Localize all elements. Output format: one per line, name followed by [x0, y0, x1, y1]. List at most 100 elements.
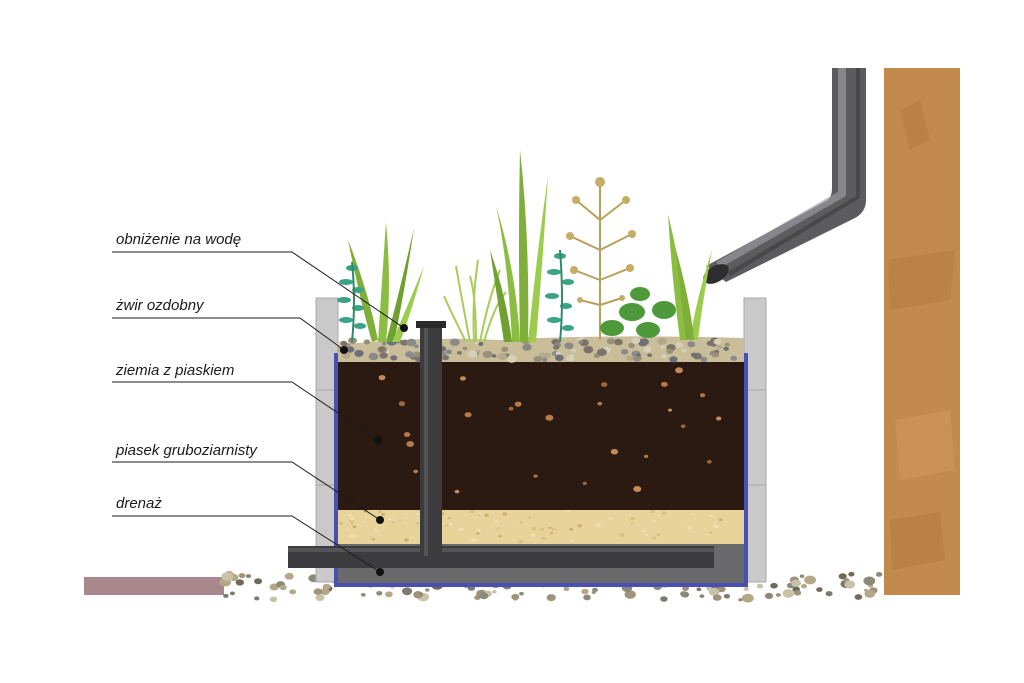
- texture-stone: [458, 527, 464, 531]
- texture-stone: [875, 572, 883, 577]
- texture-stone: [376, 591, 383, 596]
- texture-stone: [782, 589, 795, 598]
- texture-stone: [514, 401, 522, 407]
- texture-stone: [442, 354, 450, 361]
- texture-stone: [631, 337, 641, 345]
- texture-stone: [511, 593, 520, 600]
- texture-stone: [716, 416, 722, 421]
- texture-stone: [657, 337, 667, 345]
- texture-stone: [591, 590, 596, 595]
- texture-stone: [638, 339, 648, 347]
- texture-stone: [221, 572, 234, 581]
- texture-stone: [457, 351, 462, 355]
- texture-stone: [542, 357, 548, 362]
- texture-stone: [696, 587, 702, 592]
- texture-stone: [661, 381, 668, 387]
- texture-stone: [652, 536, 657, 540]
- texture-stone: [687, 341, 696, 348]
- texture-stone: [448, 522, 453, 526]
- texture-stone: [791, 579, 801, 587]
- texture-stone: [583, 594, 591, 601]
- texture-stone: [724, 342, 730, 347]
- texture-stone: [656, 533, 661, 537]
- texture-stone: [254, 596, 260, 601]
- texture-stone: [363, 339, 371, 345]
- texture-stone: [700, 356, 708, 362]
- texture-stone: [642, 529, 647, 533]
- texture-stone: [709, 514, 713, 517]
- texture-stone: [238, 573, 246, 579]
- texture-stone: [699, 594, 705, 598]
- texture-stone: [400, 339, 409, 346]
- texture-stone: [577, 524, 582, 528]
- texture-stone: [502, 512, 508, 516]
- texture-stone: [682, 586, 689, 591]
- texture-stone: [624, 590, 636, 599]
- texture-stone: [825, 591, 833, 597]
- texture-stone: [717, 586, 726, 593]
- texture-stone: [518, 539, 524, 544]
- texture-stone: [581, 588, 589, 595]
- texture-stone: [445, 349, 453, 355]
- texture-stone: [254, 578, 263, 585]
- texture-stone: [378, 375, 386, 381]
- texture-stone: [555, 528, 558, 531]
- texture-stone: [374, 529, 378, 532]
- texture-stone: [478, 341, 484, 346]
- texture-stone: [620, 349, 629, 355]
- texture-stone: [223, 593, 229, 598]
- texture-stone: [660, 345, 666, 349]
- texture-stone: [378, 346, 386, 352]
- texture-stone: [368, 352, 379, 361]
- texture-stone: [349, 516, 355, 521]
- texture-stone: [632, 355, 642, 362]
- texture-stone: [801, 584, 807, 589]
- texture-stone: [519, 591, 524, 596]
- texture-stone: [555, 354, 564, 362]
- label-depression: obniżenie na wodę: [116, 231, 241, 248]
- texture-stone: [764, 592, 774, 600]
- texture-stone: [844, 580, 856, 589]
- texture-stone: [445, 524, 449, 527]
- texture-stone: [546, 594, 556, 602]
- texture-stone: [381, 512, 386, 516]
- texture-stone: [596, 523, 601, 527]
- texture-stone: [476, 528, 481, 533]
- texture-stone: [245, 574, 252, 579]
- callout-lines: [112, 251, 405, 573]
- texture-stone: [530, 533, 536, 538]
- texture-stone: [404, 538, 409, 542]
- texture-stone: [657, 514, 661, 517]
- texture-stone: [655, 510, 658, 513]
- texture-stone: [706, 460, 712, 464]
- texture-stone: [596, 348, 607, 356]
- texture-stone: [474, 595, 481, 600]
- texture-stone: [799, 574, 805, 578]
- texture-stone: [619, 533, 625, 537]
- texture-stone: [680, 424, 686, 428]
- texture-stone: [700, 393, 706, 398]
- texture-stone: [578, 340, 583, 344]
- texture-stone: [662, 511, 667, 515]
- texture-stone: [610, 448, 619, 455]
- texture-stone: [349, 534, 355, 538]
- texture-stone: [775, 593, 781, 597]
- texture-stone: [633, 486, 642, 492]
- texture-stone: [409, 536, 412, 539]
- texture-stone: [368, 536, 372, 538]
- texture-stone: [645, 534, 649, 537]
- soil-stones: [378, 367, 722, 494]
- texture-stone: [354, 349, 364, 357]
- texture-stone: [730, 355, 738, 361]
- texture-stone: [708, 587, 720, 596]
- texture-stone: [484, 513, 489, 517]
- texture-stone: [469, 509, 475, 514]
- texture-stone: [564, 342, 574, 350]
- texture-stone: [626, 355, 635, 362]
- texture-stone: [313, 588, 323, 595]
- texture-stone: [388, 517, 392, 521]
- texture-stone: [269, 596, 278, 603]
- texture-stone: [601, 382, 608, 387]
- texture-stone: [441, 352, 447, 356]
